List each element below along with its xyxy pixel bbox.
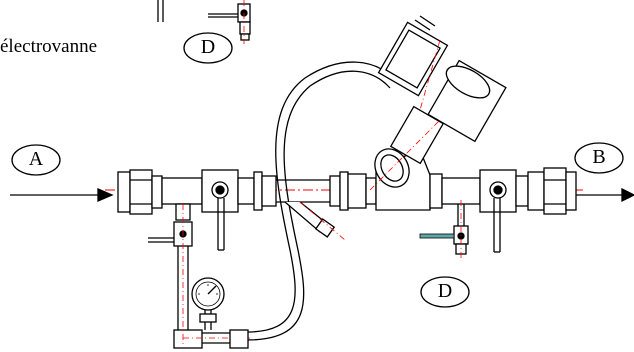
gauge-branch — [148, 203, 250, 349]
drain-valve-label-bottom: D — [437, 280, 453, 302]
label-circle-d-bottom — [420, 276, 470, 308]
outlet-label: B — [592, 146, 606, 168]
label-circle-b — [574, 142, 624, 174]
flexible-hose — [246, 61, 396, 333]
pipe-section-middle — [329, 171, 377, 211]
drain-valve-label-top: D — [200, 36, 216, 58]
outlet-arrow — [575, 187, 634, 203]
inlet-union — [117, 169, 163, 215]
pipe-section-left — [161, 169, 330, 213]
inlet-label: A — [28, 148, 44, 170]
label-circle-d-top — [183, 32, 233, 64]
balancing-valve — [369, 105, 451, 211]
left-valve-handle — [217, 198, 225, 251]
top-drain-fitting — [157, 0, 251, 44]
electrovanne-label: électrovanne — [0, 36, 98, 57]
electrovanne-actuator — [377, 15, 507, 143]
inlet-arrow — [10, 188, 114, 202]
label-circle-a — [11, 144, 61, 176]
drain-fitting-bottom — [419, 200, 469, 258]
y-strainer — [284, 201, 346, 241]
pressure-gauge — [191, 277, 225, 330]
pipe-section-right — [429, 167, 577, 215]
right-valve-handle — [493, 198, 501, 253]
